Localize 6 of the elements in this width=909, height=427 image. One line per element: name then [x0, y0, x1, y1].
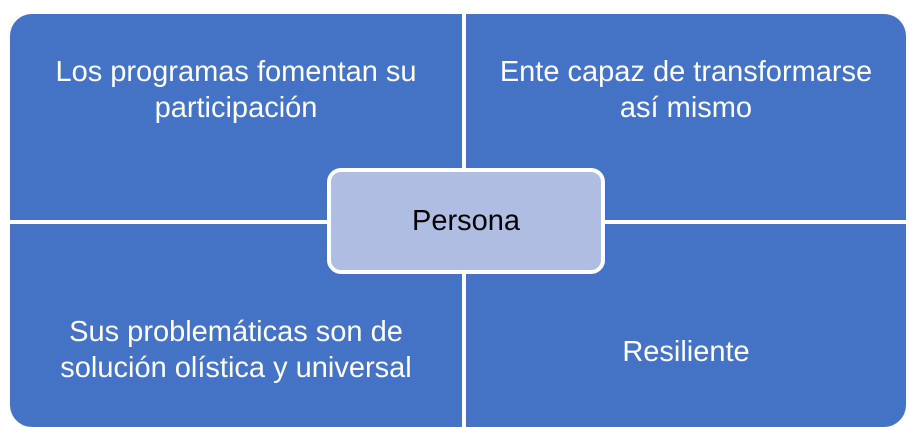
node-text: Persona: [412, 204, 520, 238]
center-box: [327, 168, 605, 274]
node-text: Ente capaz de transformarse así mismo: [498, 55, 874, 126]
node-text: Los programas fomentan su participación: [54, 55, 418, 126]
node-text: Resiliente: [621, 335, 751, 370]
node-text: Sus problemáticas son de solución olística y universal: [59, 315, 413, 386]
